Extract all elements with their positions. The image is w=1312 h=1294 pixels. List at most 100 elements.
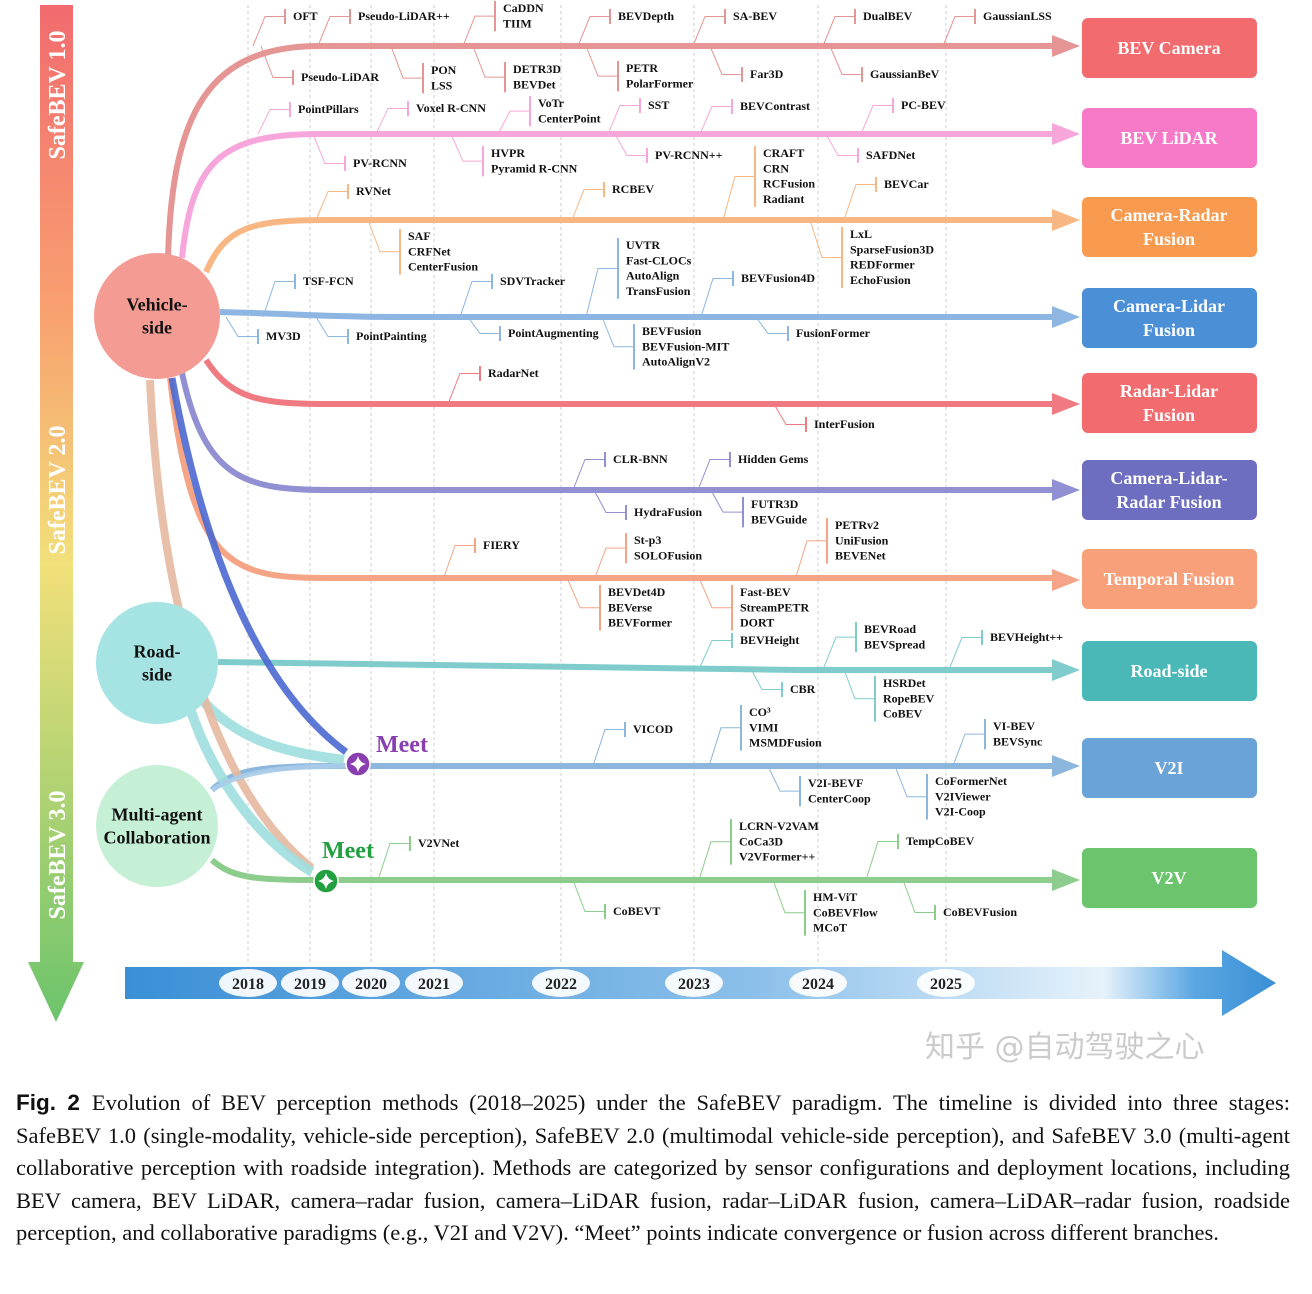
label-connector [367, 219, 400, 253]
branch-arrowhead [1052, 306, 1080, 328]
source-node-label: side [142, 318, 172, 338]
method-name: FIERY [483, 538, 520, 552]
method-name: BEVDet [513, 77, 556, 91]
label-connector [952, 733, 985, 767]
method-name: BEVContrast [740, 99, 810, 113]
method-name: HSRDet [883, 676, 926, 690]
method-name: CLR-BNN [613, 452, 668, 466]
method-label: FIERY [442, 538, 520, 581]
method-name: RCBEV [612, 182, 654, 196]
label-connector [692, 16, 725, 47]
method-name: CoBEVFusion [943, 905, 1017, 919]
stage-gradient-arrow [28, 5, 84, 1022]
label-connector [722, 175, 755, 221]
method-name: BEVFormer [608, 616, 673, 630]
source-node-label: Road- [133, 642, 180, 662]
method-label: MV3D [225, 316, 301, 344]
label-connector [894, 765, 927, 798]
label-connector [467, 316, 500, 334]
method-name: CoCa3D [739, 834, 783, 848]
label-connector [377, 843, 410, 881]
method-name: MCoT [813, 921, 847, 935]
branch-line [167, 377, 1058, 581]
method-label: RVNet [315, 184, 391, 221]
source-node [96, 602, 218, 724]
category-box-label: Camera-Lidar [1113, 296, 1225, 316]
label-connector [390, 45, 423, 79]
label-connector [462, 15, 495, 47]
method-name: BEVerse [608, 600, 653, 614]
label-connector [860, 105, 893, 135]
branch-line [217, 659, 1058, 673]
label-connector [585, 45, 618, 77]
method-name: BEVGuide [751, 512, 808, 526]
convergence-arrow [168, 377, 349, 755]
method-name: Far3D [750, 67, 784, 81]
method-name: CRFNet [408, 244, 451, 258]
method-name: DORT [740, 616, 774, 630]
label-connector [614, 133, 647, 156]
method-name: BEVDepth [618, 9, 674, 23]
category-box-label: Fusion [1143, 320, 1195, 340]
branch-lines [146, 35, 1080, 891]
method-name: CoBEVFlow [813, 905, 878, 919]
source-node-label: Multi-agent [112, 805, 203, 825]
label-connector [749, 666, 782, 690]
method-name: PETR [626, 61, 658, 75]
method-name: PointAugmenting [508, 326, 599, 340]
method-name: RopeBEV [883, 691, 935, 705]
category-box-label: Radar-Lidar [1120, 381, 1218, 401]
method-name: VICOD [633, 722, 673, 736]
label-connector [825, 133, 858, 156]
method-name: LxL [850, 227, 872, 241]
method-name: PV-RCNN [353, 156, 407, 170]
branch-arrowhead [1052, 123, 1080, 145]
source-node [94, 253, 220, 379]
method-name: Pyramid R-CNN [491, 161, 578, 175]
category-box-label: Fusion [1143, 229, 1195, 249]
source-node-label: Collaboration [103, 828, 210, 848]
method-name: Pseudo-LiDAR++ [358, 9, 450, 23]
method-name: PETRv2 [835, 518, 879, 532]
label-connector [700, 278, 733, 318]
branch-line [219, 309, 1058, 320]
label-connector [262, 281, 295, 318]
branch-arrowhead [1052, 569, 1080, 591]
label-connector [260, 45, 293, 78]
method-name: PointPainting [356, 329, 427, 343]
method-name: EchoFusion [850, 273, 911, 287]
method-name: PolarFormer [626, 76, 694, 90]
method-label: V2VNet [377, 836, 459, 881]
method-name: MSMDFusion [749, 736, 822, 750]
method-name: CaDDN [503, 1, 544, 15]
method-label: Pseudo-LiDAR [260, 45, 379, 85]
method-name: REDFormer [850, 258, 915, 272]
year-gridlines [247, 5, 947, 965]
method-label: InterFusion [773, 403, 875, 432]
label-connector [571, 189, 604, 221]
method-name: SparseFusion3D [850, 242, 934, 256]
category-box-label: Radar Fusion [1116, 492, 1221, 512]
label-connector [315, 191, 348, 221]
method-name: MV3D [266, 329, 301, 343]
method-name: CenterCoop [808, 791, 871, 805]
stage-label: SafeBEV 3.0 [45, 791, 71, 920]
method-name: CRN [763, 161, 789, 175]
method-name: AutoAlignV2 [642, 355, 710, 369]
method-name: TIIM [503, 16, 532, 30]
year-label-2021: 2021 [418, 976, 450, 993]
method-name: BEVENet [835, 549, 886, 563]
method-name: Pseudo-LiDAR [301, 70, 379, 84]
method-name: InterFusion [814, 417, 875, 431]
label-connector [459, 281, 492, 318]
category-box [1082, 373, 1257, 433]
method-label: BEVCar [843, 177, 929, 221]
